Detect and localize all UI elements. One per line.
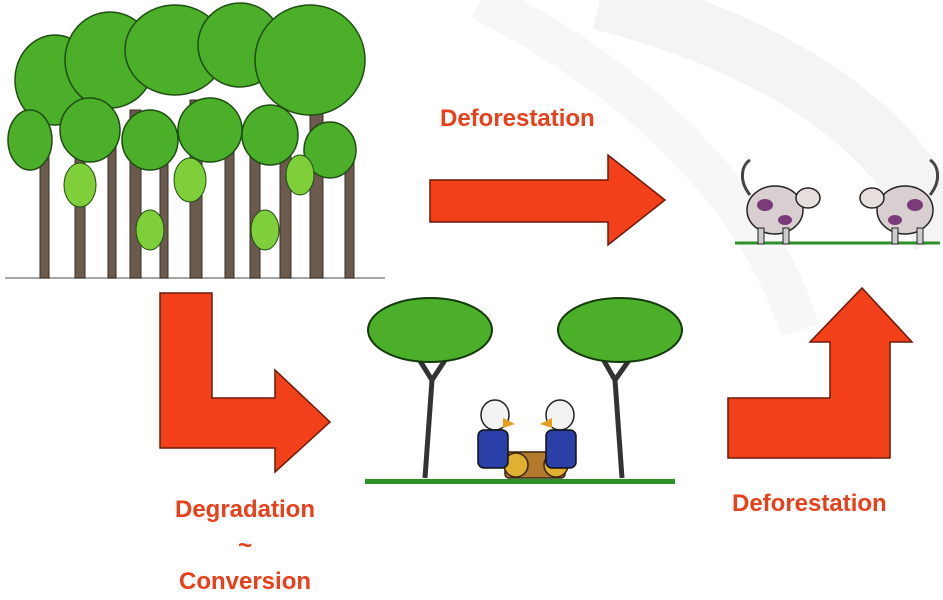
- degradation-label: Degradation: [174, 496, 315, 523]
- deforestation-label-top: Deforestation: [440, 105, 595, 132]
- tilde-label: ~: [237, 532, 252, 559]
- degradation-conversion-label: Degradation ~ Conversion: [130, 492, 360, 600]
- loggers-with-log-illustration: [477, 399, 577, 479]
- right-arrow: [429, 153, 667, 247]
- conversion-label: Conversion: [178, 568, 312, 595]
- two-savanna-trees-illustration: [365, 297, 683, 484]
- deforestation-label-right: Deforestation: [732, 490, 887, 517]
- forest-illustration: [5, 2, 385, 279]
- two-cows-pasture-illustration: [735, 158, 940, 245]
- l-shaped-arrow: [159, 292, 332, 474]
- up-arrow: [727, 286, 914, 459]
